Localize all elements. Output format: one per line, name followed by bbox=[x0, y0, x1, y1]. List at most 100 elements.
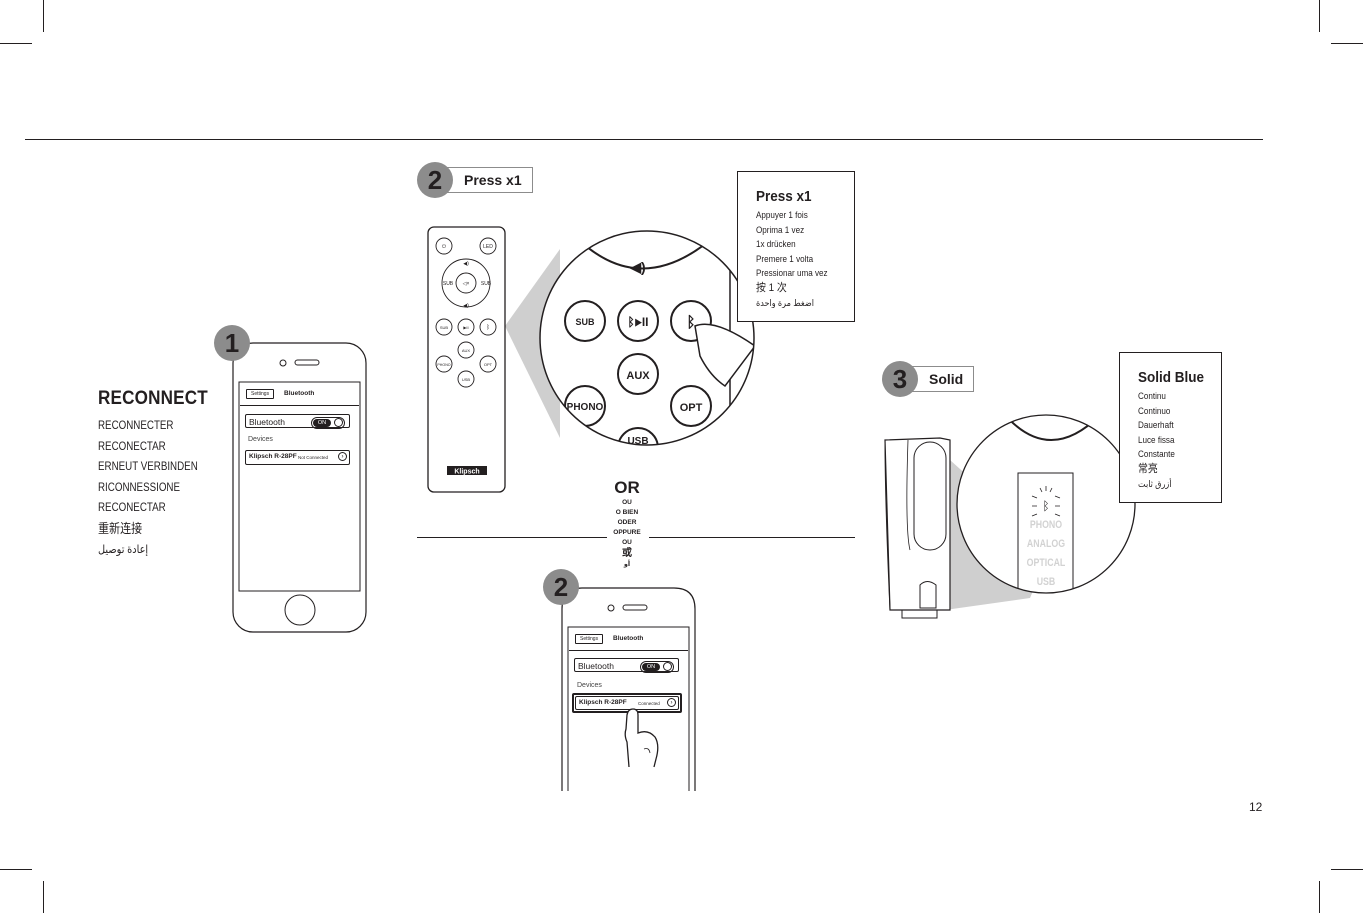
chevron-right-icon[interactable]: › bbox=[667, 698, 676, 707]
devices-label: Devices bbox=[248, 436, 273, 443]
svg-text:SUB: SUB bbox=[575, 317, 595, 327]
translation-fr: RECONNECTER bbox=[98, 420, 174, 432]
press-line-it: Premere 1 volta bbox=[756, 253, 814, 264]
svg-text:◀): ◀) bbox=[463, 303, 469, 309]
step-3-badge: 3 Solid bbox=[882, 361, 975, 397]
step-2b-badge: 2 bbox=[543, 569, 579, 605]
input-optical: OPTICAL bbox=[1026, 557, 1066, 569]
power-icon bbox=[435, 237, 453, 255]
press-line-pt: Pressionar uma vez bbox=[756, 268, 828, 279]
toggle-on-label: ON bbox=[642, 663, 660, 671]
device-row[interactable]: Klipsch R-28PF Not Connected › bbox=[245, 450, 350, 465]
svg-text:USB: USB bbox=[462, 377, 471, 382]
press-line-de: 1x drücken bbox=[756, 239, 796, 250]
step-1-badge: 1 bbox=[214, 325, 250, 361]
crop-mark bbox=[43, 881, 44, 913]
devices-label: Devices bbox=[577, 682, 602, 689]
svg-text:PHONO: PHONO bbox=[567, 402, 604, 413]
solid-line-fr: Continu bbox=[1138, 391, 1166, 401]
device-name: Klipsch R-28PF bbox=[249, 453, 297, 460]
step-2-badge: 2 Press x1 bbox=[417, 162, 533, 198]
or-block: OR OU O BIEN ODER OPPURE OU 或 أو bbox=[604, 478, 650, 570]
or-de: ODER bbox=[617, 519, 637, 526]
svg-text:USB: USB bbox=[627, 436, 648, 447]
step-number: 1 bbox=[214, 325, 250, 361]
speaker-illustration: ᛒ bbox=[884, 414, 1136, 619]
or-rule-left bbox=[417, 537, 607, 538]
step-number: 2 bbox=[543, 569, 579, 605]
step-label: Solid bbox=[908, 366, 975, 392]
crop-mark bbox=[43, 0, 44, 32]
press-info-box: Press x1 Appuyer 1 fois Oprima 1 vez 1x … bbox=[737, 171, 855, 322]
or-it: OPPURE bbox=[613, 529, 641, 536]
phone-2-navbar: Settings Bluetooth bbox=[569, 628, 688, 651]
solid-line-ar: أزرق ثابت bbox=[1138, 478, 1172, 489]
svg-text:ᛒ: ᛒ bbox=[486, 324, 490, 331]
crop-mark bbox=[0, 869, 32, 870]
mute-icon bbox=[455, 272, 477, 294]
toggle-knob bbox=[663, 662, 672, 671]
svg-text:SUB: SUB bbox=[481, 281, 492, 287]
svg-text:▶II: ▶II bbox=[463, 325, 468, 330]
svg-text:SUB: SUB bbox=[443, 281, 454, 287]
translation-ar: إعادة توصيل bbox=[98, 543, 149, 556]
svg-text:Klipsch: Klipsch bbox=[454, 469, 479, 476]
reconnect-title: RECONNECT bbox=[98, 388, 208, 409]
svg-text:AUX: AUX bbox=[462, 348, 471, 353]
solid-line-de: Dauerhaft bbox=[1138, 420, 1174, 431]
translation-it: RICONNESSIONE bbox=[98, 481, 181, 494]
top-rule bbox=[25, 139, 1263, 140]
settings-back-button[interactable]: Settings bbox=[246, 389, 275, 399]
svg-text:ᛒ▶II: ᛒ▶II bbox=[627, 315, 648, 329]
translation-pt: RECONECTAR bbox=[98, 502, 166, 515]
or-ar: أو bbox=[623, 561, 631, 568]
svg-text:◀): ◀) bbox=[463, 261, 469, 267]
bluetooth-setting-row: Bluetooth ON bbox=[245, 414, 350, 429]
translation-es: RECONECTAR bbox=[98, 440, 166, 453]
device-status: Not Connected bbox=[298, 455, 329, 460]
svg-text:OPT: OPT bbox=[680, 402, 703, 414]
svg-text:AUX: AUX bbox=[626, 370, 650, 382]
step-label: Press x1 bbox=[443, 167, 533, 193]
toggle-knob bbox=[334, 418, 343, 427]
solid-line-zh: 常亮 bbox=[1138, 462, 1158, 475]
svg-text:SUB: SUB bbox=[440, 325, 449, 330]
led-icon bbox=[479, 237, 497, 255]
bluetooth-icon: ᛒ bbox=[1042, 499, 1049, 513]
device-row-selected[interactable]: Klipsch R-28PF Connected › bbox=[572, 693, 682, 713]
speaker-input-labels: PHONO ANALOG OPTICAL USB bbox=[1024, 516, 1069, 592]
crop-mark bbox=[0, 43, 32, 44]
finger-icon bbox=[624, 708, 659, 768]
bluetooth-setting-row: Bluetooth ON bbox=[574, 658, 679, 673]
or-zh: 或 bbox=[622, 548, 632, 559]
translation-de: ERNEUT VERBINDEN bbox=[98, 461, 198, 474]
input-phono: PHONO bbox=[1029, 519, 1063, 531]
crop-mark bbox=[1319, 0, 1320, 32]
step-number: 3 bbox=[882, 361, 918, 397]
crop-mark bbox=[1331, 43, 1363, 44]
step-number: 2 bbox=[417, 162, 453, 198]
page-number: 12 bbox=[1249, 800, 1263, 814]
device-status: Connected bbox=[638, 701, 660, 706]
bluetooth-toggle[interactable]: ON bbox=[311, 417, 345, 429]
reconnect-translations: RECONNECTER RECONECTAR ERNEUT VERBINDEN … bbox=[98, 416, 198, 560]
svg-text:⏻: ⏻ bbox=[442, 244, 446, 250]
press-box-title: Press x1 bbox=[756, 188, 812, 205]
svg-text:PHONO: PHONO bbox=[437, 363, 450, 367]
solid-info-box: Solid Blue Continu Continuo Dauerhaft Lu… bbox=[1119, 352, 1222, 503]
settings-back-button[interactable]: Settings bbox=[575, 634, 604, 644]
toggle-on-label: ON bbox=[313, 419, 331, 427]
translation-zh: 重新连接 bbox=[98, 520, 143, 536]
or-fr: OU bbox=[622, 499, 632, 506]
bluetooth-screen-title: Bluetooth bbox=[613, 635, 644, 642]
device-row[interactable]: Klipsch R-28PF Connected › bbox=[575, 696, 679, 710]
input-analog: ANALOG bbox=[1026, 538, 1066, 550]
or-main: OR bbox=[614, 478, 640, 497]
device-name: Klipsch R-28PF bbox=[579, 699, 627, 706]
press-line-es: Oprima 1 vez bbox=[756, 224, 805, 235]
chevron-right-icon[interactable]: › bbox=[338, 452, 347, 461]
bluetooth-toggle[interactable]: ON bbox=[640, 661, 674, 673]
crop-mark bbox=[1331, 869, 1363, 870]
bluetooth-setting-label: Bluetooth bbox=[578, 661, 614, 671]
